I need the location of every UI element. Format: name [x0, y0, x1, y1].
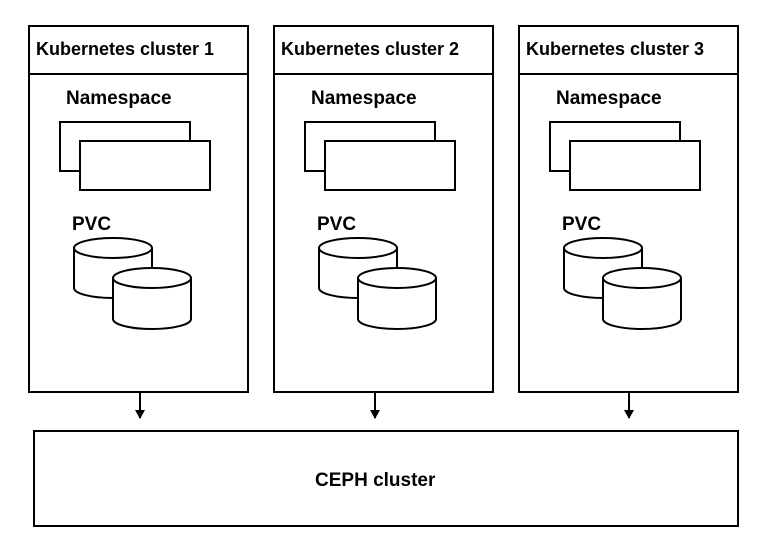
cluster-1-box[interactable] — [28, 25, 249, 393]
cluster-2-pvc-label: PVC — [317, 214, 357, 235]
ceph-cluster-box[interactable] — [33, 430, 739, 527]
cluster-3-shapes — [518, 25, 739, 393]
cluster-3-pvc-label: PVC — [562, 214, 602, 235]
cluster-1-title: Kubernetes cluster 1 — [36, 39, 215, 59]
cluster-2-namespace-front[interactable] — [324, 140, 456, 191]
ceph-cluster-label: CEPH cluster — [315, 470, 436, 491]
cluster-1-pvc-label: PVC — [72, 214, 112, 235]
cluster-1-namespace-front[interactable] — [79, 140, 211, 191]
cluster-2-box[interactable] — [273, 25, 494, 393]
cluster-1-shapes — [28, 25, 249, 393]
cluster-3-namespace-label: Namespace — [556, 88, 662, 109]
cluster-2-namespace-label: Namespace — [311, 88, 417, 109]
cluster-3-pvc-cylinder-front[interactable] — [602, 267, 682, 330]
cluster-3-title: Kubernetes cluster 3 — [526, 39, 705, 59]
cluster-2-title: Kubernetes cluster 2 — [281, 39, 460, 59]
cluster-2-pvc-cylinder-front[interactable] — [357, 267, 437, 330]
cluster-2-shapes — [273, 25, 494, 393]
cluster-1-pvc-cylinder-front[interactable] — [112, 267, 192, 330]
cluster-1-namespace-label: Namespace — [66, 88, 172, 109]
cluster-3-box[interactable] — [518, 25, 739, 393]
cluster-3-namespace-front[interactable] — [569, 140, 701, 191]
